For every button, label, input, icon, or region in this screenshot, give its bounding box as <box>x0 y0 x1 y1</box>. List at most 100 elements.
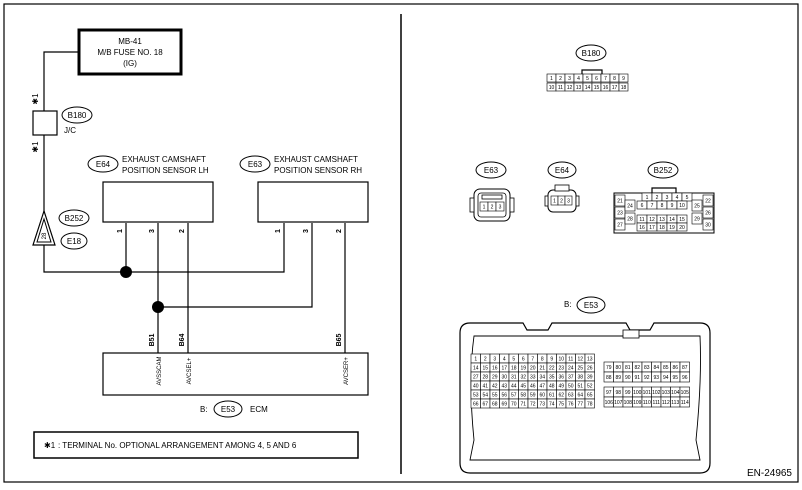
ecm-signal-avcser: AVCSER+ <box>344 357 350 385</box>
b180-label: B180 <box>582 49 601 58</box>
e53-pin-48: 48 <box>549 384 555 390</box>
e53-pin-35: 35 <box>549 375 555 381</box>
e53-pin-95: 95 <box>672 375 678 381</box>
b252-pin-14: 14 <box>669 217 675 223</box>
e53-cell <box>584 398 595 409</box>
e53-pin-46: 46 <box>530 384 536 390</box>
e53-pin-85: 85 <box>663 365 669 371</box>
sensor-rh-conn: E63 <box>248 160 263 169</box>
b180-pin-13: 13 <box>576 85 582 91</box>
b252-pin-24: 24 <box>627 204 633 210</box>
b252-cell <box>676 200 688 210</box>
b180-pin-10: 10 <box>549 85 555 91</box>
b180-pin-2: 2 <box>559 76 562 82</box>
e53-pin-67: 67 <box>482 402 488 408</box>
sensor-rh-box <box>257 181 369 223</box>
e53-pin-47: 47 <box>539 384 545 390</box>
b180-pin-1: 1 <box>550 76 553 82</box>
e53-pin-75: 75 <box>558 402 564 408</box>
sensor-lh-line1: EXHAUST CAMSHAFT <box>122 155 206 164</box>
b252-pin-20: 20 <box>679 225 685 231</box>
ground-conn-b-ellipse <box>60 232 88 250</box>
e53-pin-79: 79 <box>606 365 612 371</box>
jc-label: J/C <box>64 126 76 135</box>
b180-pin-16: 16 <box>603 85 609 91</box>
e53-cell <box>679 396 690 408</box>
b252-pin-7: 7 <box>651 203 654 209</box>
e64-label: E64 <box>555 166 570 175</box>
feed-wire-ground <box>43 223 285 273</box>
b252-pin-2: 2 <box>656 195 659 201</box>
e53-pin-89: 89 <box>615 375 621 381</box>
ground-conn-a-ellipse <box>58 209 90 227</box>
e53-pin-31: 31 <box>511 375 517 381</box>
b252-pin-18: 18 <box>659 225 665 231</box>
e53-pin-17: 17 <box>501 366 507 372</box>
e53-pin-36: 36 <box>558 375 564 381</box>
e53-pin-49: 49 <box>558 384 564 390</box>
e53-pin-102: 102 <box>652 390 661 396</box>
e53-pin-91: 91 <box>634 375 640 381</box>
e53-pin-84: 84 <box>653 365 659 371</box>
e53-pin-13: 13 <box>587 357 593 363</box>
feed-wire <box>43 51 79 111</box>
e53-pin-34: 34 <box>539 375 545 381</box>
e53-pin-64: 64 <box>577 393 583 399</box>
b252-pin-12: 12 <box>649 217 655 223</box>
e53-pin-61: 61 <box>549 393 555 399</box>
e53-pin-92: 92 <box>644 375 650 381</box>
figure-id: EN-24965 <box>747 468 792 479</box>
note-box <box>33 431 359 459</box>
jc-box <box>32 110 58 136</box>
fuse-code: MB-41 <box>118 37 142 46</box>
e53-cell <box>679 371 690 383</box>
ecm-box <box>102 352 369 396</box>
e53-pin-38: 38 <box>577 375 583 381</box>
e53-pin-65: 65 <box>587 393 593 399</box>
sensor-rh: E63 EXHAUST CAMSHAFT POSITION SENSOR RH <box>239 155 369 223</box>
wire-rh-pin3 <box>158 223 313 308</box>
splice-signal <box>152 301 164 313</box>
sensor-lh-box <box>102 181 214 223</box>
b252-pin-28: 28 <box>627 217 633 223</box>
e53-pin-109: 109 <box>633 400 642 406</box>
e53-pin-44: 44 <box>511 384 517 390</box>
e53-pin-3: 3 <box>493 357 496 363</box>
e53-pin-32: 32 <box>520 375 526 381</box>
b252-pin-27: 27 <box>617 223 623 229</box>
e53-pin-10: 10 <box>558 357 564 363</box>
sensor-lh-conn: E64 <box>96 160 111 169</box>
sensor-rh-line1: EXHAUST CAMSHAFT <box>274 155 358 164</box>
e53-pin-25: 25 <box>577 366 583 372</box>
fuse-name: M/B FUSE NO. 18 <box>97 48 163 57</box>
e53-label: E53 <box>584 301 599 310</box>
b252-cell <box>702 194 714 207</box>
e53-pin-86: 86 <box>672 365 678 371</box>
e53-pin-4: 4 <box>503 357 506 363</box>
b252-pin-4: 4 <box>676 195 679 201</box>
ecm-prefix: B: <box>200 405 208 414</box>
b252-pin-23: 23 <box>617 211 623 217</box>
e53-pin-90: 90 <box>625 375 631 381</box>
e53-pin-97: 97 <box>606 390 612 396</box>
e53-pin-62: 62 <box>558 393 564 399</box>
e53-pin-40: 40 <box>473 384 479 390</box>
e53-pin-114: 114 <box>681 400 689 406</box>
e53-pin-101: 101 <box>643 390 652 396</box>
e53-pin-60: 60 <box>539 393 545 399</box>
b252-pin-25: 25 <box>694 204 700 210</box>
b252-pin-19: 19 <box>669 225 675 231</box>
note-text: : TERMINAL No. OPTIONAL ARRANGEMENT AMON… <box>58 441 297 450</box>
e53-pin-39: 39 <box>587 375 593 381</box>
e53-pin-14: 14 <box>473 366 479 372</box>
b252-cell <box>691 199 703 212</box>
e53-pin-11: 11 <box>568 357 573 363</box>
e53-pin-53: 53 <box>473 393 479 399</box>
e53-pin-28: 28 <box>482 375 488 381</box>
jc-conn-label: B180 <box>68 111 87 120</box>
e53-pin-83: 83 <box>644 365 650 371</box>
sensor-lh-pin-1: 1 <box>117 229 124 233</box>
sensor-lh-conn-ellipse <box>87 155 119 173</box>
